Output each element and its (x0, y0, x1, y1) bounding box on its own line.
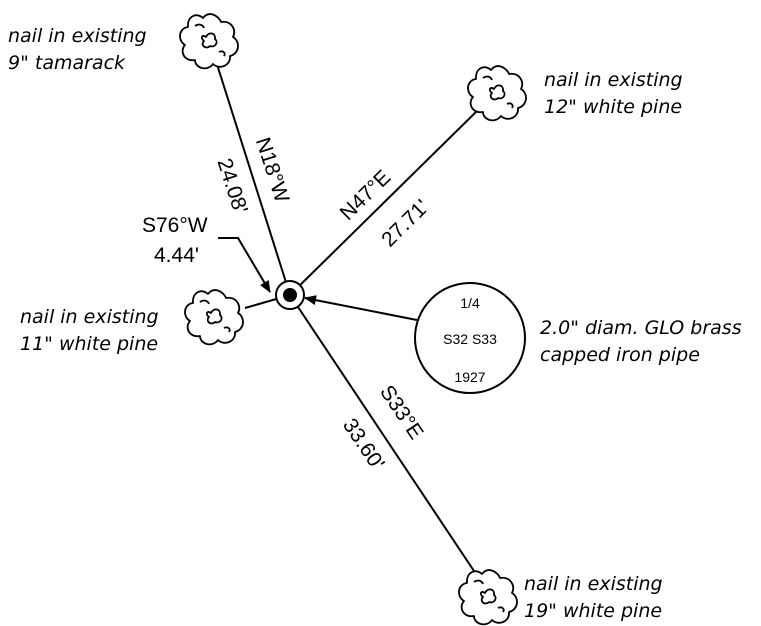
tree-label-nw-line1: nail in existing (8, 25, 147, 47)
bearing-w: S76°W (142, 214, 208, 237)
tree-icon-nw (179, 13, 239, 70)
bearing-ne: N47°E (336, 166, 396, 225)
tie-line-ne (289, 109, 479, 296)
monument-desc-line1: 2.0" diam. GLO brass (540, 317, 742, 339)
tree-label-ne-line2: 12" white pine (544, 96, 682, 118)
distance-nw: 24.08' (213, 156, 252, 217)
brass-cap-disk (414, 282, 526, 394)
corner-dot (283, 288, 297, 302)
cap-text-year: 1927 (454, 369, 485, 385)
tree-icon-ne (467, 65, 527, 122)
leader-monument (304, 295, 418, 321)
distance-ne: 27.71' (377, 195, 433, 251)
leader-s76w (218, 237, 271, 293)
distance-w: 4.44' (154, 244, 199, 267)
tree-label-w-line1: nail in existing (20, 306, 159, 328)
tree-icon-w (184, 289, 244, 346)
tree-label-se-line2: 19" white pine (524, 600, 662, 622)
tree-label-nw-line2: 9" tamarack (8, 52, 126, 74)
tie-line-se (289, 294, 479, 578)
cap-text-sections: S32 S33 (443, 331, 497, 347)
tree-label-w-line2: 11" white pine (20, 333, 158, 355)
tree-icon-se (458, 569, 518, 626)
tree-label-ne-line1: nail in existing (544, 69, 683, 91)
monument-desc-line2: capped iron pipe (540, 344, 700, 366)
tie-line-nw (214, 57, 291, 296)
cap-text-quarter: 1/4 (460, 295, 480, 311)
tree-label-se-line1: nail in existing (524, 573, 663, 595)
distance-se: 33.60' (338, 414, 389, 474)
